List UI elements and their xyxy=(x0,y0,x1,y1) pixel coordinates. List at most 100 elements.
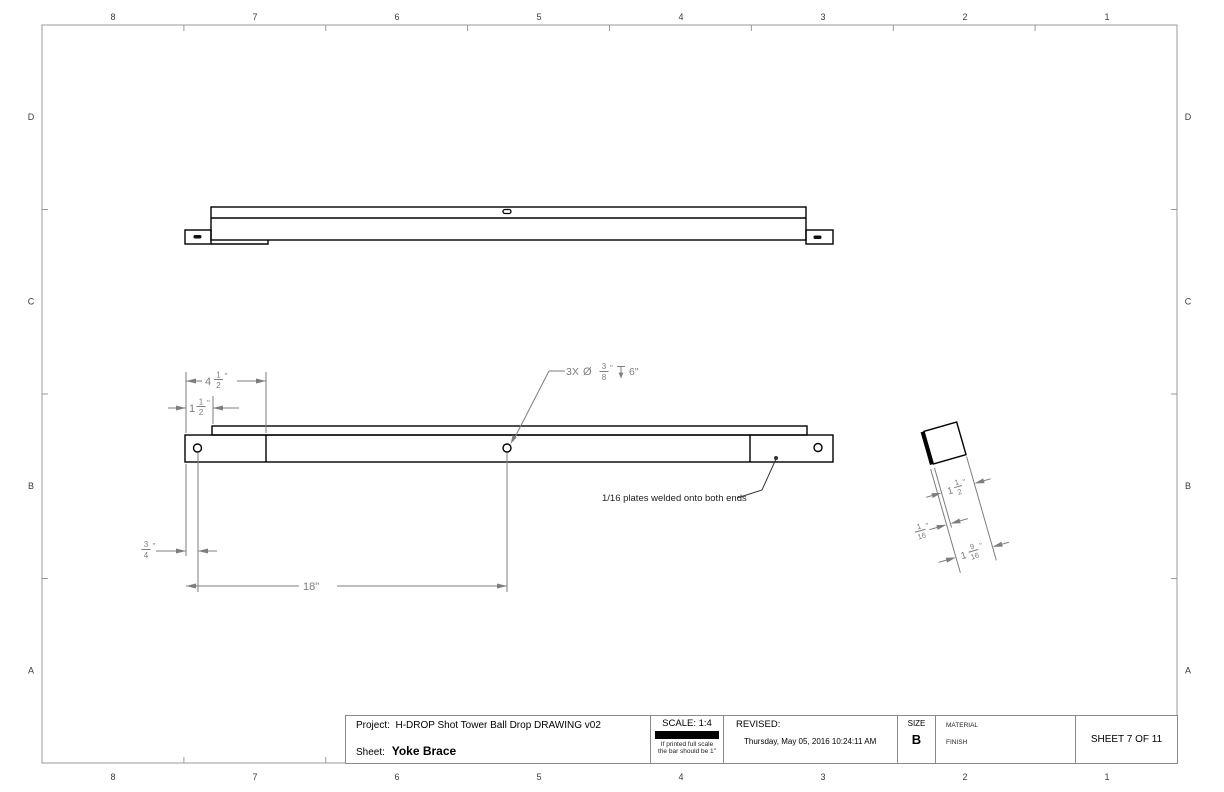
weld-plate-edge xyxy=(920,431,933,465)
callout-unit: " xyxy=(610,364,613,373)
zone-label: 5 xyxy=(536,12,541,22)
title-block: Project: H-DROP Shot Tower Ball Drop DRA… xyxy=(345,715,1178,764)
weld-note-text: 1/16 plates welded onto both ends xyxy=(602,493,747,504)
zone-label: A xyxy=(1185,666,1191,676)
right-end-tab xyxy=(805,229,834,245)
dim-denominator: 4 xyxy=(144,551,149,560)
dim-plate-span: 4 1 2 " xyxy=(186,371,266,390)
callout-numerator: 3 xyxy=(602,362,607,371)
detail-view: 1 1 2 " 1 16 " 1 9 16 " xyxy=(914,421,1009,573)
title-block-revised-cell: REVISED: Thursday, May 05, 2016 10:24:11… xyxy=(723,716,897,763)
dim-hole-offset: 3 4 " xyxy=(141,540,217,560)
front-outline xyxy=(184,434,834,463)
zone-label: B xyxy=(1185,481,1191,491)
dim-numerator: 3 xyxy=(144,540,149,549)
scale-value: SCALE: 1:4 xyxy=(662,718,712,729)
zone-ticks-right xyxy=(1171,209,1177,579)
zone-label: B xyxy=(28,481,34,491)
zone-label: 8 xyxy=(110,12,115,22)
zone-label: 7 xyxy=(252,12,257,22)
material-label: MATERIAL xyxy=(946,722,979,729)
right-hole xyxy=(813,442,823,453)
callout-count: 3X xyxy=(566,366,579,378)
zone-label: C xyxy=(28,297,35,307)
front-view-dimensions: 4 1 2 " 1 1 2 " 3 4 " xyxy=(141,362,639,593)
zone-label: 7 xyxy=(252,772,257,782)
title-block-project-cell: Project: H-DROP Shot Tower Ball Drop DRA… xyxy=(346,716,650,763)
project-row: Project: H-DROP Shot Tower Ball Drop DRA… xyxy=(356,720,650,731)
dim-whole: 4 xyxy=(205,376,211,388)
bottom-step-line xyxy=(211,240,269,245)
zone-label: D xyxy=(28,112,35,122)
size-label: SIZE xyxy=(907,719,926,728)
diameter-symbol-icon: Ø xyxy=(583,366,592,378)
dim-whole: 1 xyxy=(960,550,969,562)
dim-numerator: 1 xyxy=(216,371,221,380)
size-value: B xyxy=(911,732,922,747)
revised-timestamp: Thursday, May 05, 2016 10:24:11 AM xyxy=(744,737,877,746)
zone-label: 2 xyxy=(962,772,967,782)
weld-note-leader-dot xyxy=(774,456,778,460)
dim-hole-span: 18" xyxy=(186,581,507,593)
hole-callout: 3X Ø 3 8 " 6" xyxy=(510,362,639,444)
zone-ticks-left xyxy=(42,209,48,579)
dim-numerator: 1 xyxy=(916,522,922,532)
center-hole xyxy=(502,443,512,453)
sheet-number: SHEET 7 OF 11 xyxy=(1090,734,1163,745)
weld-note-leader xyxy=(736,458,777,499)
dim-denominator: 2 xyxy=(216,381,221,390)
zone-label: 8 xyxy=(110,772,115,782)
zone-label: C xyxy=(1185,297,1192,307)
depth-symbol-icon xyxy=(617,366,625,379)
dim-overall: 1 9 16 " xyxy=(938,541,1009,563)
project-label: Project: xyxy=(356,720,390,731)
zone-label: 3 xyxy=(820,12,825,22)
dim-tube-size: 1 1 2 " xyxy=(926,477,991,499)
dim-numerator: 9 xyxy=(969,542,975,552)
zone-label: 2 xyxy=(962,12,967,22)
dim-denominator: 16 xyxy=(970,551,981,562)
revised-label: REVISED: xyxy=(736,719,781,730)
callout-depth: 6" xyxy=(629,366,639,378)
dim-text: 18" xyxy=(303,581,319,593)
zone-labels: 8 7 6 5 4 3 2 1 8 7 6 5 4 3 2 1 D C B A … xyxy=(28,12,1192,782)
scale-note-line1: If printed full scale xyxy=(660,741,714,748)
dim-tube-inset: 1 1 2 " xyxy=(168,398,239,417)
extension-lines xyxy=(185,372,508,592)
dim-unit: " xyxy=(978,541,983,550)
zone-label: D xyxy=(1185,112,1192,122)
callout-denominator: 8 xyxy=(602,373,607,382)
scale-reference-bar xyxy=(655,731,719,739)
dim-unit: " xyxy=(207,399,210,408)
sheet-name-value: Yoke Brace xyxy=(391,744,457,758)
top-view xyxy=(184,206,834,245)
zone-label: 3 xyxy=(820,772,825,782)
zone-label: 6 xyxy=(394,12,399,22)
right-tab-slot xyxy=(813,235,822,239)
scale-note-line2: the bar should be 1" xyxy=(658,748,716,755)
dim-denominator: 16 xyxy=(916,531,927,542)
zone-label: 4 xyxy=(678,772,683,782)
zone-label: 6 xyxy=(394,772,399,782)
zone-label: 1 xyxy=(1104,772,1109,782)
title-block-sheet-number-cell: SHEET 7 OF 11 xyxy=(1075,716,1177,763)
dim-whole: 1 xyxy=(946,485,955,497)
zone-label: A xyxy=(28,666,34,676)
zone-label: 1 xyxy=(1104,12,1109,22)
sheet-label: Sheet: xyxy=(356,747,385,758)
left-hole xyxy=(192,443,203,453)
left-end-tab xyxy=(184,229,212,245)
dim-unit: " xyxy=(153,542,156,551)
project-value: H-DROP Shot Tower Ball Drop DRAWING v02 xyxy=(395,720,601,731)
dim-plate-thickness: 1 16 " xyxy=(914,518,968,542)
dim-numerator: 1 xyxy=(199,398,204,407)
title-block-material-cell: MATERIAL FINISH xyxy=(935,716,1075,763)
tube-section-outline xyxy=(923,421,967,465)
dim-denominator: 2 xyxy=(956,487,962,497)
dim-unit: " xyxy=(925,521,930,530)
zone-label: 4 xyxy=(678,12,683,22)
tube-upper-band xyxy=(211,425,808,436)
detail-extension-lines xyxy=(930,456,997,573)
sheet-name-row: Sheet: Yoke Brace xyxy=(356,744,650,758)
